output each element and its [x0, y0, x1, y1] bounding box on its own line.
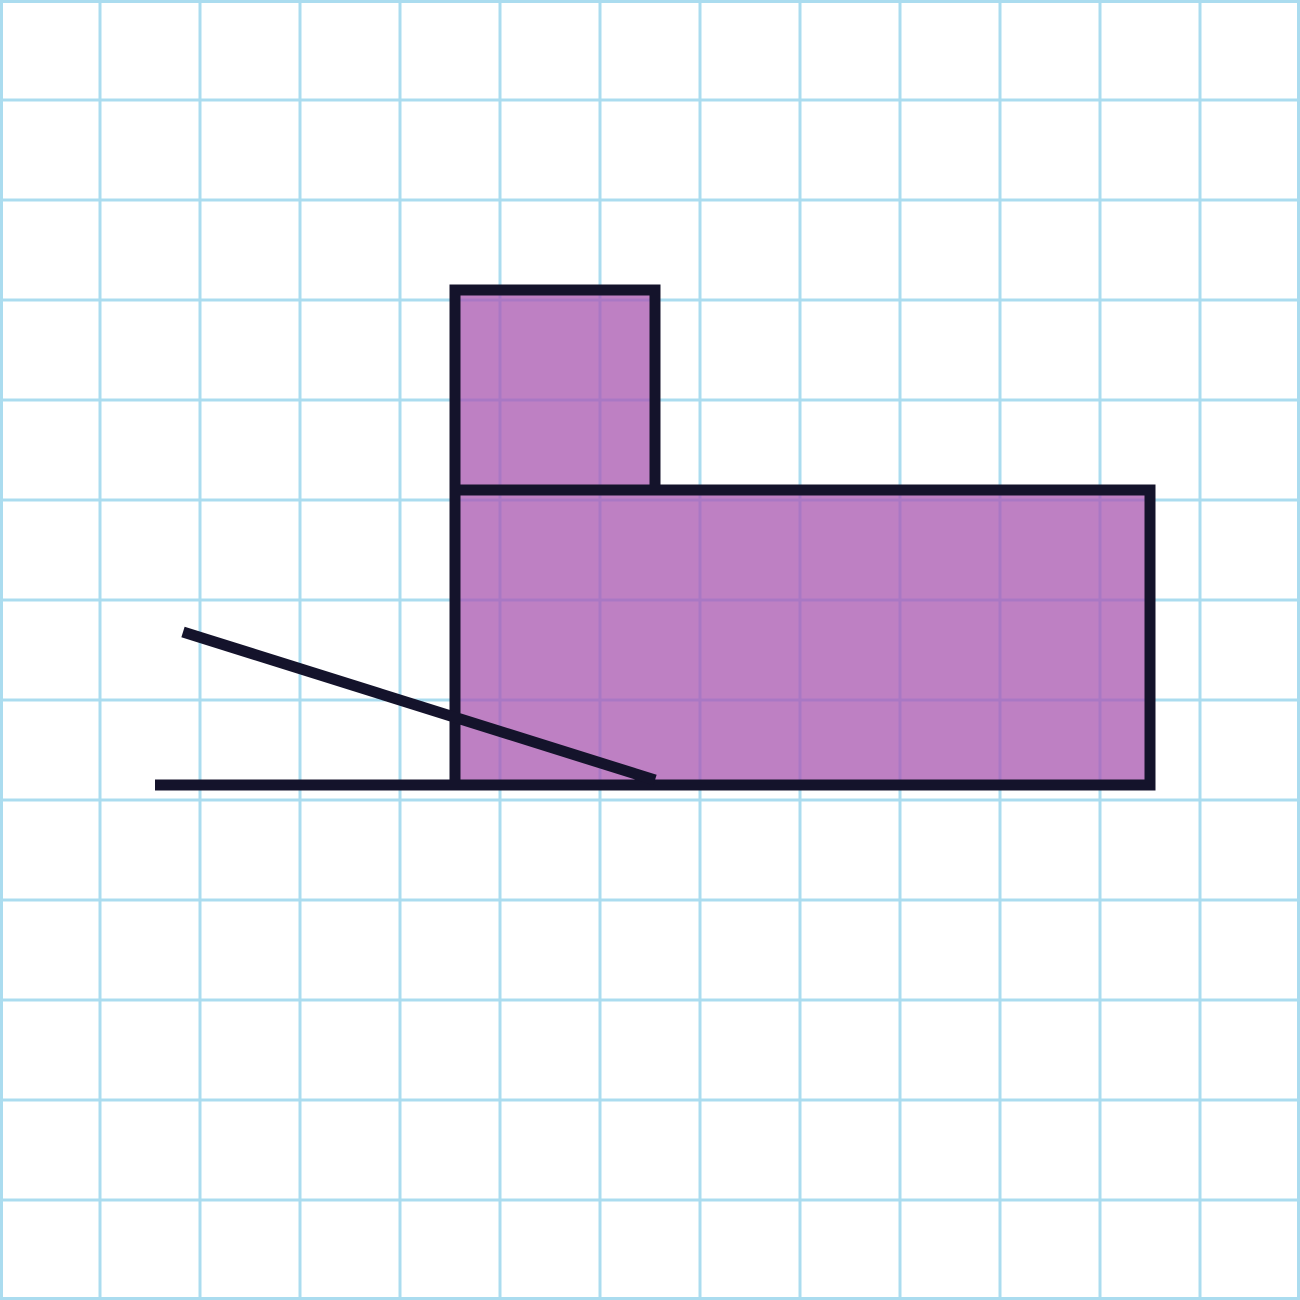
large-rectangle-outline [449, 484, 1156, 791]
shape-outlines [449, 284, 1156, 791]
shape-fills [455, 290, 1150, 785]
slanted-line [181, 626, 657, 786]
small-square-fill [455, 290, 655, 490]
large-rectangle-fill [455, 490, 1150, 785]
fill-grid-lines [455, 290, 1150, 785]
line-segments [155, 626, 657, 791]
